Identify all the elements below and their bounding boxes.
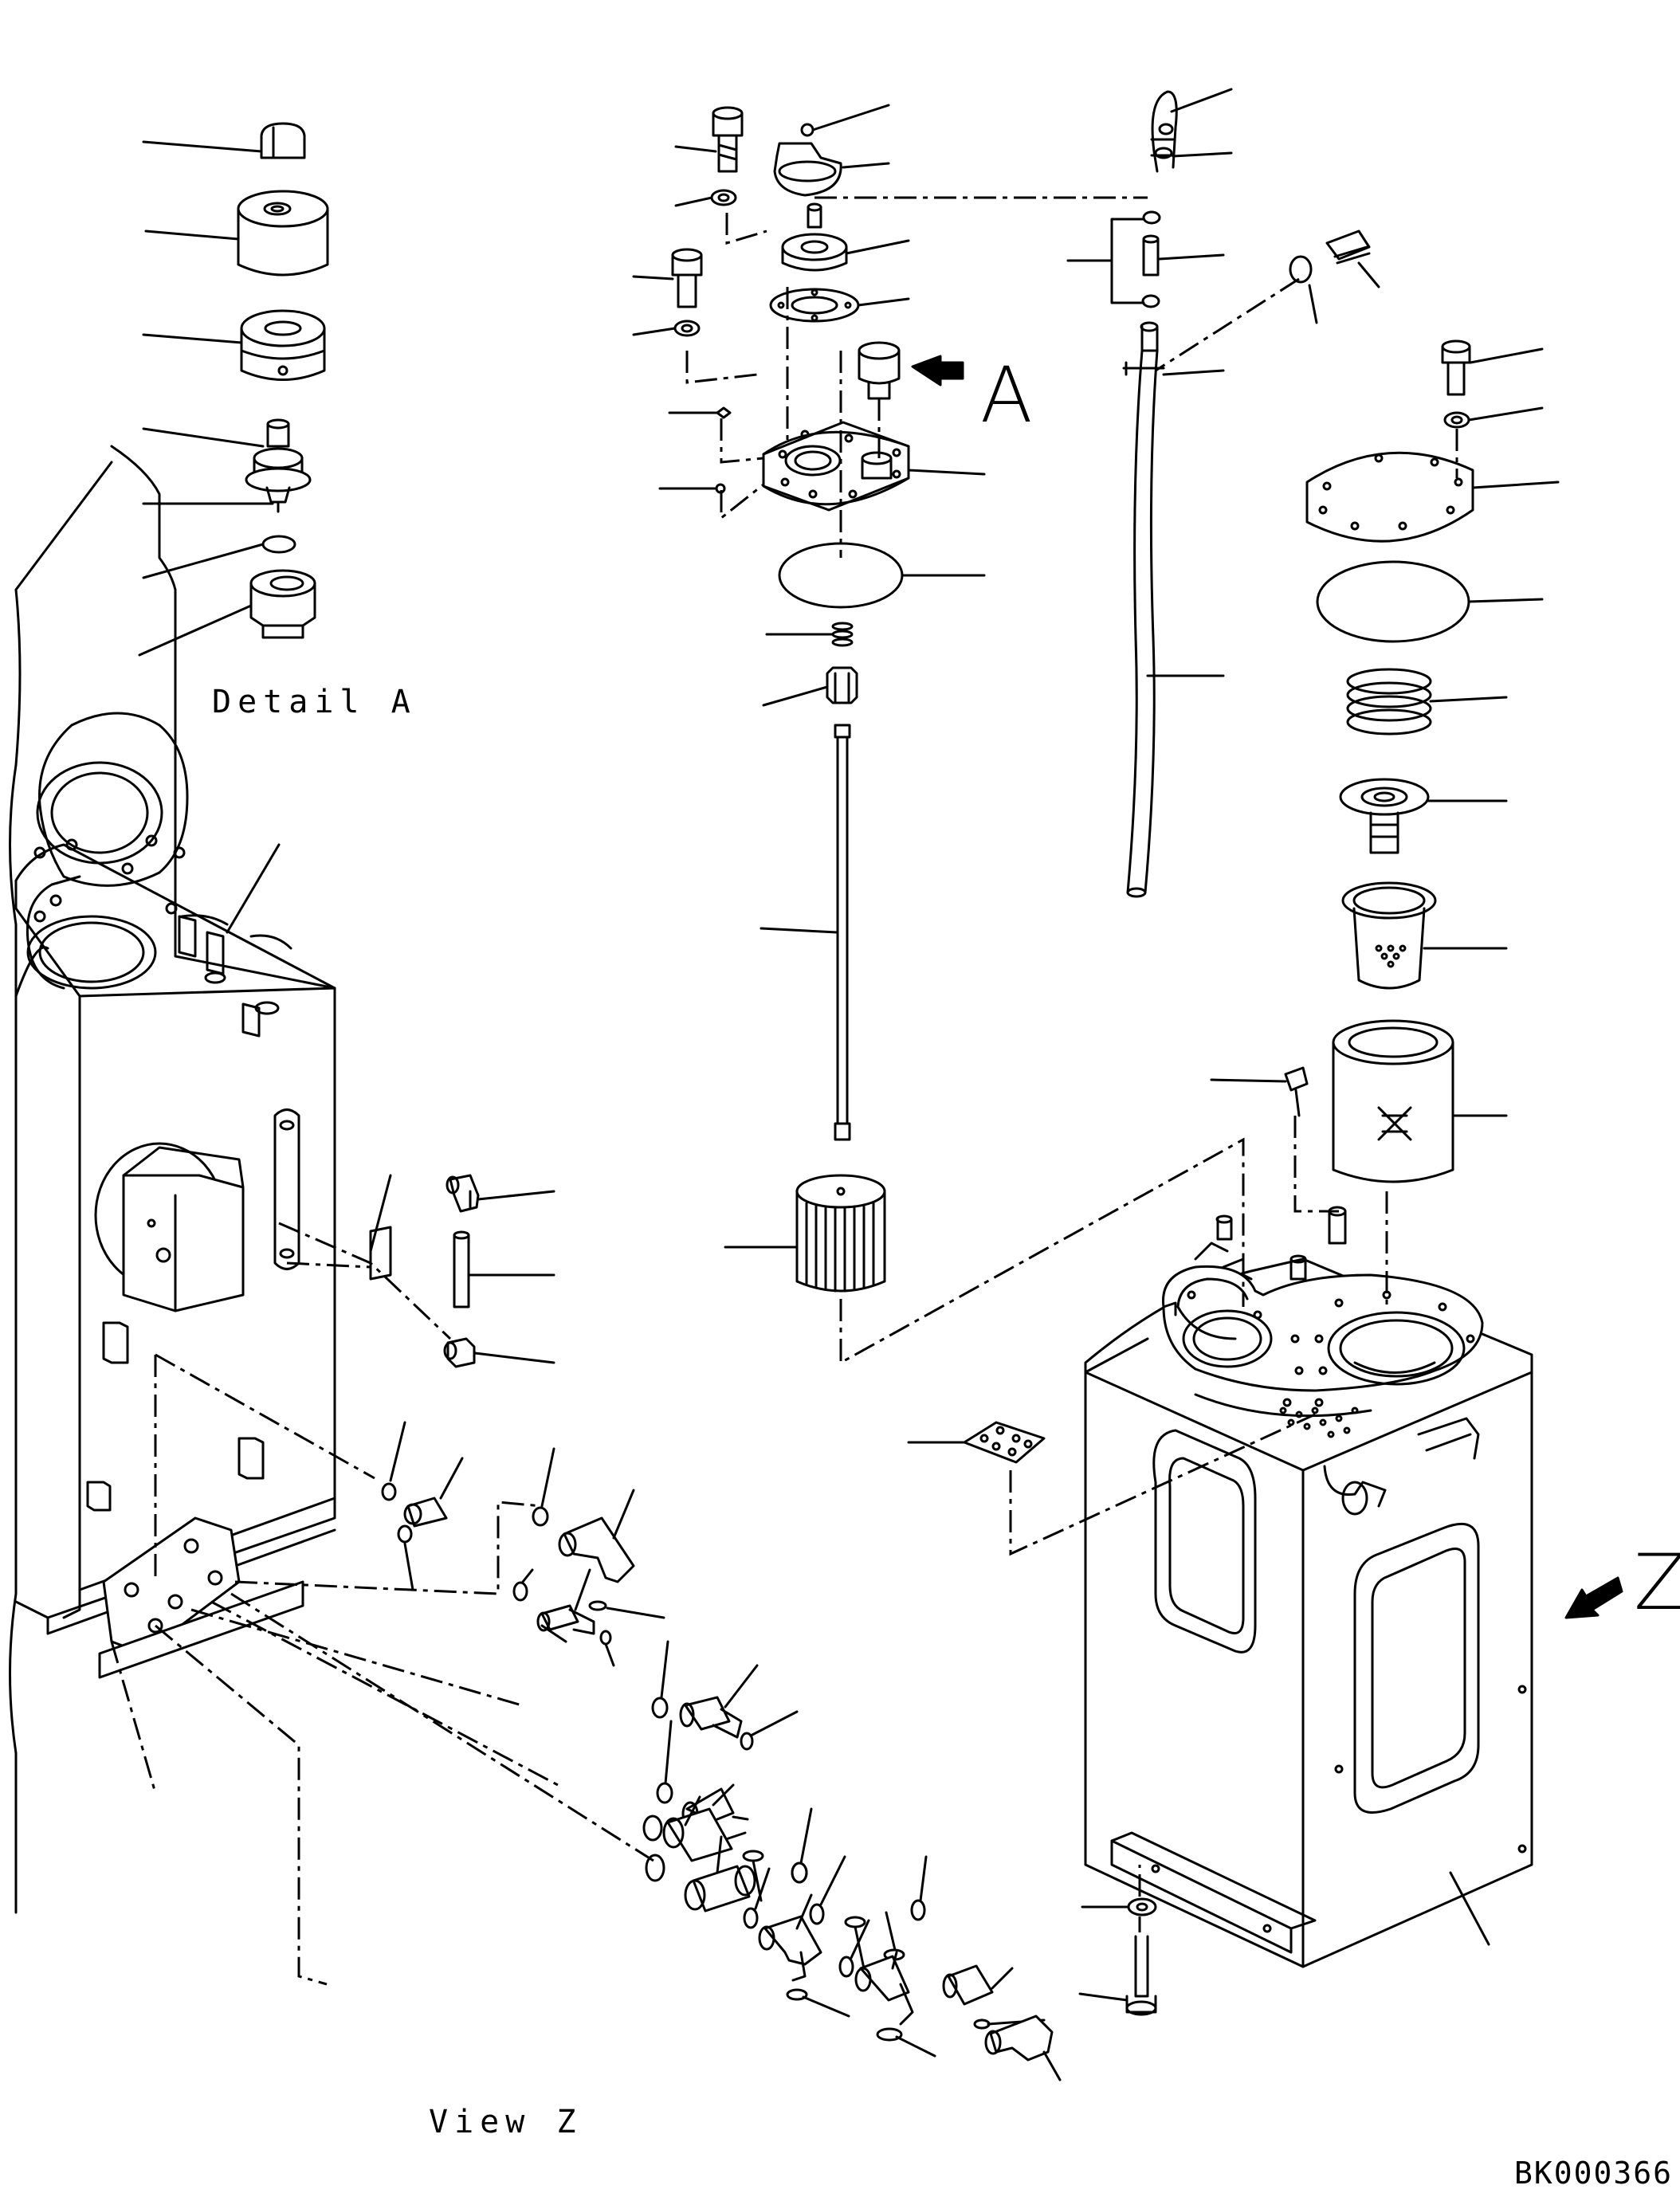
o-ring-detail <box>261 535 296 554</box>
bolt-mid <box>671 248 703 308</box>
o-ring-right <box>1316 560 1470 643</box>
sensor-plug <box>858 341 901 400</box>
gasket <box>769 288 860 323</box>
valve-seat <box>781 202 848 272</box>
assembly-line <box>839 1137 1245 1365</box>
return-filter-assembly <box>1210 339 1560 1183</box>
tank-view-z <box>9 445 392 1914</box>
arrow-a-label: A <box>980 351 1033 440</box>
breather-cap <box>237 190 329 277</box>
left-fittings <box>443 1174 555 1368</box>
detail-a-group <box>138 122 329 657</box>
strainer-element <box>795 1174 886 1293</box>
hose-assembly <box>1066 88 1233 898</box>
assembly-line <box>685 351 758 384</box>
assembly-line <box>286 1261 371 1269</box>
cover-plate-small <box>907 1421 1046 1464</box>
spring-small <box>831 622 854 647</box>
bottom-fittings <box>645 1835 936 2058</box>
assembly-line <box>278 1222 452 1340</box>
filter-spring <box>1346 668 1432 736</box>
assembly-line <box>1293 1116 1339 1213</box>
assembly-line <box>230 1592 654 1862</box>
assembly-line <box>1155 277 1300 372</box>
assembly-line <box>110 1641 157 1794</box>
small-plug <box>1284 1066 1309 1117</box>
assembly-line <box>234 1501 543 1595</box>
bottom-bolt-washer <box>1078 1897 1157 2016</box>
assembly-line <box>720 483 764 521</box>
cap-knob <box>260 122 306 159</box>
washer-top <box>710 189 737 206</box>
assembly-line <box>725 213 767 245</box>
arrow-z-icon <box>1564 1576 1623 1619</box>
assembly-line <box>210 1600 559 1787</box>
arrow-a-icon <box>911 355 964 386</box>
strainer-rod <box>834 724 851 1141</box>
breather-element <box>240 309 326 381</box>
nut <box>826 666 858 704</box>
filter-cover <box>1305 451 1474 543</box>
tank-main <box>1084 1206 1533 1968</box>
bolt-washer-right <box>1289 230 1380 324</box>
view-z-fittings <box>381 1421 1062 2081</box>
detail-a-caption: Detail A <box>212 684 417 720</box>
drawing-code: BK000366 <box>1514 2156 1674 2191</box>
assembly-line <box>1009 1413 1316 1556</box>
bolt-right-top <box>1441 339 1471 396</box>
arrow-z-label: Z <box>1634 1538 1680 1627</box>
cover-plate <box>762 421 910 512</box>
bypass-valve <box>1339 778 1430 854</box>
strainer-basket <box>1341 881 1437 990</box>
adapter-fitting <box>249 569 316 639</box>
assembly-line <box>155 1624 328 1986</box>
assembly-line <box>190 1608 523 1707</box>
washer-right <box>1443 411 1470 429</box>
center-assembly <box>632 104 986 1293</box>
view-z-caption: View Z <box>429 2104 583 2140</box>
valve-body <box>245 418 312 513</box>
cap-assembly <box>773 123 842 197</box>
filter-element <box>1332 1019 1454 1183</box>
assembly-line <box>155 1353 375 1480</box>
washer-mid <box>673 320 701 337</box>
assembly-line <box>720 418 764 464</box>
fitting-chain <box>540 1624 808 1884</box>
bolt-top <box>712 106 744 173</box>
